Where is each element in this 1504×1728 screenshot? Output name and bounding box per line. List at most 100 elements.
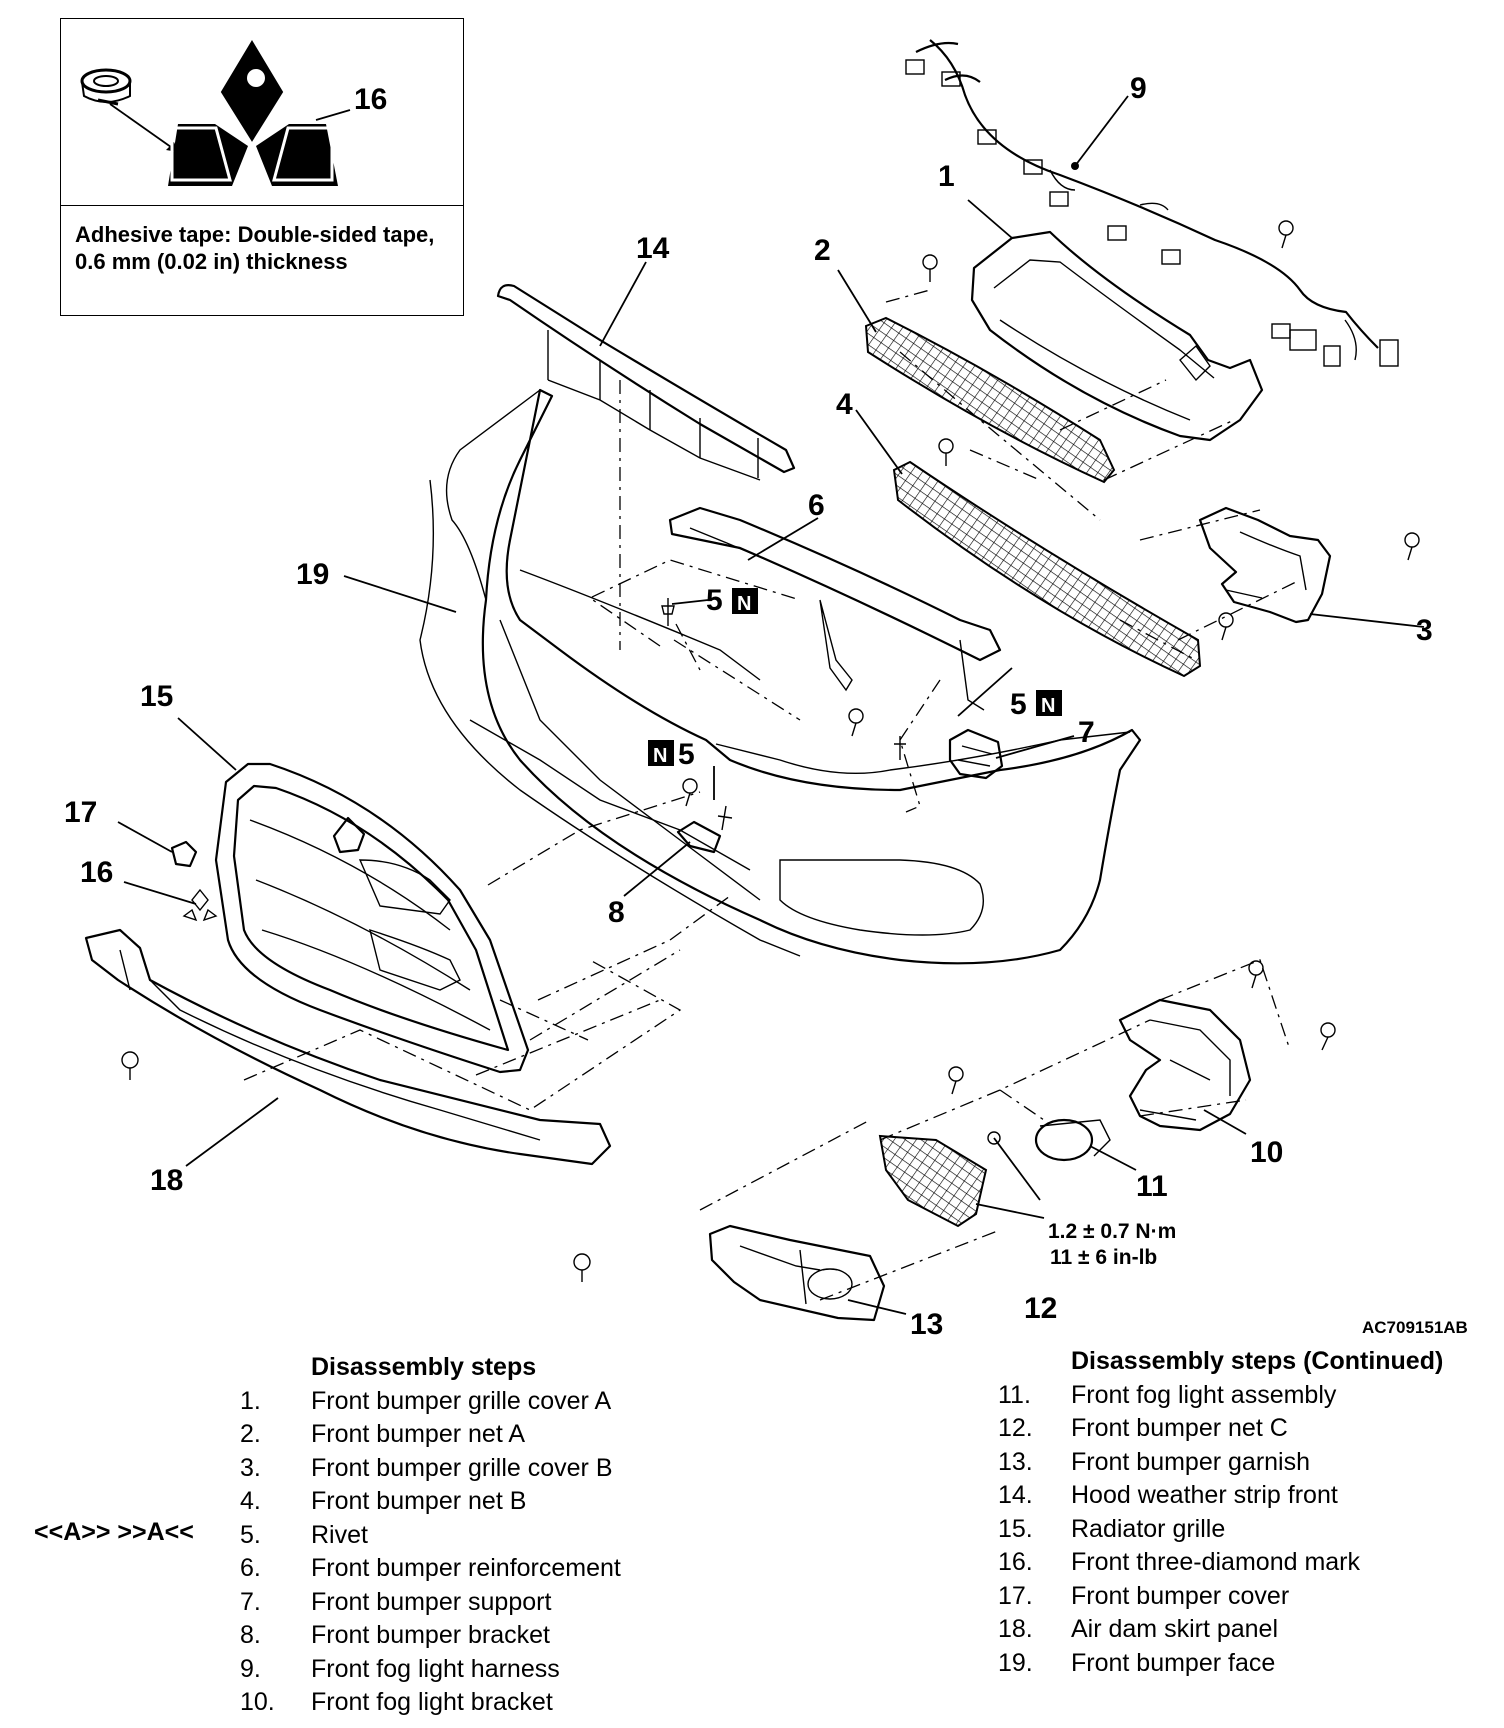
step-number: 9. <box>240 1654 261 1683</box>
list-item: 8. Front bumper bracket <box>240 1619 760 1653</box>
step-label: Front bumper bracket <box>311 1621 550 1649</box>
step-label: Front bumper reinforcement <box>311 1554 621 1582</box>
list-item: 5. Rivet <box>240 1519 760 1553</box>
three-diamond-mark-icon <box>168 40 338 186</box>
steps-title: Disassembly steps <box>311 1353 537 1381</box>
callout-16-inset: 16 <box>354 83 387 116</box>
step-number: 16. <box>998 1548 1033 1576</box>
step-label: Front fog light bracket <box>311 1688 553 1716</box>
n-mark-box-left <box>648 740 674 766</box>
list-item: 18. Air dam skirt panel <box>998 1613 1498 1647</box>
part-3-grille-cover-b <box>1198 506 1332 624</box>
step-label: Front bumper grille cover A <box>311 1386 612 1415</box>
list-item: 1. Front bumper grille cover A <box>240 1385 760 1419</box>
callout-7: 7 <box>1078 716 1095 749</box>
list-item: 19. Front bumper face <box>998 1647 1498 1681</box>
callout-4: 4 <box>836 388 853 421</box>
step-label: Air dam skirt panel <box>1071 1615 1279 1643</box>
list-item: 13.Front bumper garnish <box>998 1446 1498 1480</box>
step-number: 15. <box>998 1514 1033 1543</box>
n-mark-left: N <box>653 745 667 767</box>
step-number: 1. <box>240 1386 261 1415</box>
callout-15: 15 <box>140 680 173 713</box>
list-item: 14.Hood weather strip front <box>998 1479 1498 1513</box>
part-9-fog-light-harness <box>905 39 1399 367</box>
callout-2: 2 <box>814 234 831 267</box>
arrow-to-mark <box>109 103 179 153</box>
torque-spec-imperial: 11 ± 6 in-lb <box>1050 1246 1157 1269</box>
step-label: Front fog light harness <box>311 1654 560 1683</box>
n-mark-right: N <box>1041 695 1055 717</box>
list-item: 16. Front three-diamond mark <box>998 1546 1498 1580</box>
step-number: 5. <box>240 1520 261 1549</box>
harness-clips <box>977 129 1341 367</box>
part-12-net-c <box>878 1134 988 1228</box>
callout-5-left: 5 <box>678 738 695 771</box>
list-item: 9. Front fog light harness <box>240 1653 760 1687</box>
inset-divider <box>61 205 463 206</box>
part-18-air-dam-skirt <box>84 928 612 1166</box>
disassembly-steps-list: Disassembly steps 1. Front bumper grille … <box>240 1351 760 1720</box>
part-10-fog-light-bracket <box>1118 998 1252 1132</box>
list-item: 3. Front bumper grille cover B <box>240 1452 760 1486</box>
torque-spec-metric: 1.2 ± 0.7 N·m <box>1048 1220 1176 1243</box>
n-mark-box-right <box>1036 690 1062 716</box>
step-label: Front bumper grille cover B <box>311 1453 613 1482</box>
part-4-net-b <box>892 460 1202 678</box>
figure-id: AC709151AB <box>1362 1318 1468 1337</box>
step-number: 17. <box>998 1581 1033 1610</box>
steps-title-continued: Disassembly steps (Continued) <box>1071 1347 1444 1375</box>
callout-11: 11 <box>1136 1170 1168 1203</box>
part-14-hood-weather-strip <box>496 284 796 481</box>
part-17-bumper-cover <box>170 840 198 868</box>
list-item: 12. Front bumper net C <box>998 1412 1498 1446</box>
callout-17: 17 <box>64 796 97 829</box>
step-number: 3. <box>240 1453 261 1482</box>
step-number: 14. <box>998 1481 1033 1509</box>
step-label: Front bumper face <box>1071 1648 1276 1677</box>
callout-19: 19 <box>296 558 329 591</box>
step-label: Front three-diamond mark <box>1071 1548 1361 1576</box>
step-number: 6. <box>240 1554 261 1582</box>
callout-8: 8 <box>608 896 625 929</box>
list-item: 15.Radiator grille <box>998 1513 1498 1547</box>
part-13-bumper-garnish <box>708 1224 886 1322</box>
callout-5-top: 5 <box>706 584 723 617</box>
step-label: Front bumper net B <box>311 1487 527 1515</box>
callout-3: 3 <box>1416 614 1433 647</box>
step-number: 19. <box>998 1648 1033 1677</box>
screws <box>121 220 1420 1282</box>
step-number: 11. <box>998 1380 1031 1409</box>
step-number: 8. <box>240 1621 261 1649</box>
callout-16: 16 <box>80 856 113 889</box>
list-item: 11.Front fog light assembly <box>998 1379 1498 1413</box>
callout-18: 18 <box>150 1164 183 1197</box>
list-item: 6. Front bumper reinforcement <box>240 1552 760 1586</box>
step-number: 2. <box>240 1420 261 1448</box>
part-16-three-diamond-mark <box>182 888 218 922</box>
inset-caption: Adhesive tape: Double-sided tape, 0.6 mm… <box>75 222 435 274</box>
part-2-net-a <box>864 316 1116 484</box>
step-number: 18. <box>998 1615 1033 1643</box>
callout-5-right: 5 <box>1010 688 1027 721</box>
exploded-view-diagram: 16 9 1 2 14 4 6 19 5 N 3 5 N 7 15 N 5 17… <box>64 39 1468 1340</box>
part-7-bumper-support <box>948 728 1004 780</box>
list-item: 7.Front bumper support <box>240 1586 760 1620</box>
leader-lines <box>117 95 1425 1315</box>
step-label: Front bumper net C <box>1071 1414 1288 1442</box>
step-number: 10. <box>240 1688 275 1716</box>
disassembly-steps-continued-list: Disassembly steps (Continued) 11.Front f… <box>998 1345 1498 1680</box>
list-item: 4.Front bumper net B <box>240 1485 760 1519</box>
inset-illustration <box>80 40 351 186</box>
part-11-fog-light-assembly <box>1034 1118 1111 1162</box>
part-15-radiator-grille <box>214 762 530 1074</box>
step-label: Rivet <box>311 1520 368 1549</box>
callout-14: 14 <box>636 232 670 265</box>
step-number: 12. <box>998 1414 1033 1442</box>
step-label: Front bumper garnish <box>1071 1447 1311 1476</box>
tape-roll-icon <box>80 68 132 106</box>
adhesive-tape-inset: Adhesive tape: Double-sided tape, 0.6 mm… <box>60 18 464 316</box>
part-6-reinforcement <box>668 506 1002 711</box>
callout-12: 12 <box>1024 1292 1057 1325</box>
rivets <box>661 598 906 831</box>
